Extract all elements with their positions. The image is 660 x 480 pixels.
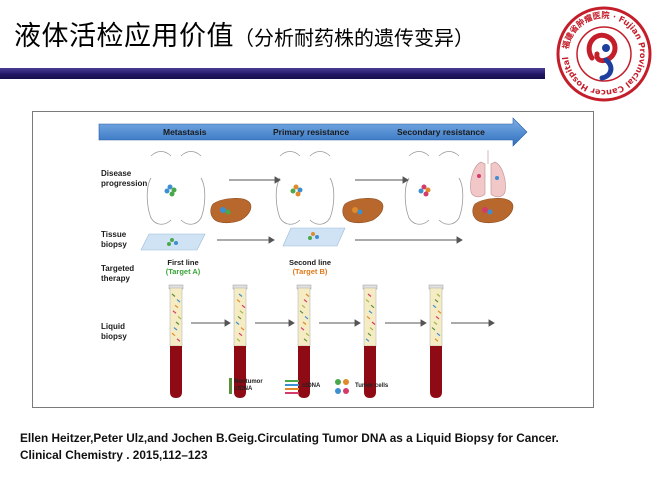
phase-primary-resistance: Primary resistance xyxy=(273,127,350,137)
legend-tumor-cells-icon xyxy=(335,379,349,394)
phase-metastasis: Metastasis xyxy=(163,127,207,137)
liquid-biopsy-diagram: Metastasis Primary resistance Secondary … xyxy=(32,111,594,408)
slide-title: 液体活检应用价值（分析耐药株的遗传变异） xyxy=(14,14,474,54)
blood-tubes xyxy=(168,284,444,398)
blood-tube xyxy=(362,284,378,398)
legend-nontumor-cfdna-icon xyxy=(229,378,232,394)
legend-ctdna-label: ctDNA xyxy=(302,383,321,389)
tissue-arrows xyxy=(217,236,463,244)
lungs-icon xyxy=(470,150,506,198)
citation-line-2: Clinical Chemistry . 2015,112–123 xyxy=(20,448,208,462)
tumor-cluster-3 xyxy=(418,184,431,197)
disease-progression-arrows xyxy=(229,176,409,184)
row-label-targeted: Targeted therapy xyxy=(101,264,135,283)
liver-icons xyxy=(210,198,514,224)
blood-tube xyxy=(168,284,184,398)
therapy-second-line: Second line (Target B) xyxy=(275,258,345,276)
blood-tube xyxy=(296,284,312,398)
citation: Ellen Heitzer,Peter Ulz,and Jochen B.Gei… xyxy=(20,430,650,464)
torso-outlines xyxy=(146,151,464,225)
blood-tube xyxy=(232,284,248,398)
slide-title-sub: （分析耐药株的遗传变异） xyxy=(234,26,474,50)
liquid-biopsy-arrows xyxy=(191,319,495,327)
title-underline-band xyxy=(0,68,545,79)
diagram-graphics xyxy=(98,117,528,398)
tissue-cells xyxy=(167,232,319,246)
blood-tube xyxy=(428,284,444,398)
therapy-first-line: First line (Target A) xyxy=(153,258,213,276)
row-label-tissue: Tissue biopsy xyxy=(101,230,127,249)
legend-tumor-cells-label: Tumor cells xyxy=(355,383,389,389)
liver-metastases xyxy=(220,207,493,215)
citation-line-1: Ellen Heitzer,Peter Ulz,and Jochen B.Gei… xyxy=(20,431,559,445)
lung-metastases xyxy=(477,174,499,180)
legend-nontumor-label: Nontumor cfDNA xyxy=(234,379,263,392)
tumor-cluster-1 xyxy=(164,184,177,197)
row-label-disease: Disease progression xyxy=(101,169,148,188)
slide-title-main: 液体活检应用价值 xyxy=(14,21,234,52)
tissue-slides xyxy=(140,227,346,251)
legend-ctdna-icon xyxy=(285,380,299,394)
therapy-target-a: (Target A) xyxy=(165,267,201,276)
hospital-logo-icon: 福建省肿瘤医院 · Fujian Provincial Cancer Hospi… xyxy=(556,6,652,102)
tumor-cluster-2 xyxy=(290,184,303,197)
phase-secondary-resistance: Secondary resistance xyxy=(397,127,485,137)
therapy-target-b: (Target B) xyxy=(292,267,328,276)
row-label-liquid: Liquid biopsy xyxy=(101,322,127,341)
timeline-arrow xyxy=(98,117,528,147)
